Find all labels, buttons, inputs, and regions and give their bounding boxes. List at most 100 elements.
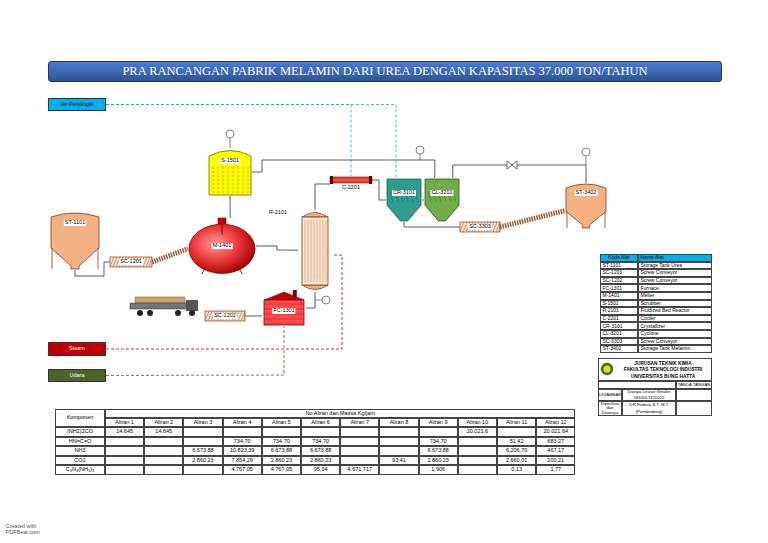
cell-text: Cyclone [641,331,659,336]
table-cell: Diperiksa dan Disetujui [598,401,622,416]
table-cell [105,446,144,456]
svg-part [601,363,613,375]
cell-text: Aliran 8 [390,420,409,426]
svg-part [237,171,239,173]
cell-text: (NH2)2CO [67,429,93,435]
svg-part [302,213,328,218]
cell-text: Aliran 7 [350,420,369,426]
cell-text: FC-1301 [603,286,622,291]
table-cell: Cooler [638,315,712,323]
table-cell [458,437,497,447]
equipment-silo: ST-3402 [565,183,607,229]
cell-text: Aliran 5 [272,420,291,426]
svg-part [242,171,244,173]
table-cell [340,446,379,456]
equipment-label: S-1501 [220,158,240,164]
table-cell [497,427,536,437]
equipment-conv: SC-1202 [205,311,245,321]
table-cell: HN=C=O [55,437,105,447]
cell-text: 4.767,05 [231,467,252,473]
instrument-bubbles [226,130,590,304]
cell-text: Diperiksa dan Disetujui [598,402,622,416]
svg-part [314,220,315,282]
cell-text: 467,17 [547,448,564,454]
svg-part [212,167,214,169]
table-cell: 6.673,88 [301,446,340,456]
equipment-outline [386,178,422,222]
process-line [422,200,424,201]
svg-part [217,191,219,193]
process-line [372,180,386,200]
cell-text: 6.673,88 [310,448,331,454]
svg-part [232,175,234,177]
svg-part [330,176,333,184]
truck [130,297,198,316]
table-cell [223,427,262,437]
equipment-label: Udara [70,373,85,379]
cell-text: HN=C=O [69,439,92,445]
table-cell: Scrubber [638,300,712,308]
cell-text: 1,906 [431,467,445,473]
svg-part [217,183,219,185]
table-cell: Aliran 8 [379,418,418,427]
svg-part [247,167,249,169]
cell-text: Aliran 3 [194,420,213,426]
svg-part [222,167,224,169]
cell-text: SC-1201 [603,270,623,275]
equipment-melt: M-1401 [188,218,256,274]
cell-text: TANDA TANGAN [678,383,711,388]
svg-part [227,179,229,181]
equipment-scrub: S-1501 [208,148,252,196]
table-cell: Aliran 1 [105,418,144,427]
cell-text: Cooler [641,316,656,321]
table-cell: 2.860,23 [262,456,301,466]
cell-text: Screw Conveyor [641,278,678,283]
table-cell [458,465,497,475]
svg-part [222,224,223,235]
svg-part [604,366,611,373]
cell-text: JURUSAN TEKNIK KIMIA [634,361,691,366]
table-cell: R-2101 [600,307,638,315]
cell-text: Screw Conveyor [641,270,678,275]
svg-part [186,300,198,311]
table-cell [262,427,301,437]
svg-part [232,171,234,173]
svg-part [567,212,568,228]
table-cell: Aliran 4 [223,418,262,427]
svg-part [218,218,226,224]
cell-text: M-1401 [603,293,620,298]
table-cell: Aliran 3 [183,418,222,427]
svg-part [330,177,372,183]
table-cell: 10.823,39 [223,446,262,456]
table-cell: 2.860,23 [183,456,222,466]
equipment-label: CL-3201 [430,190,453,196]
cell-text: Scrubber [641,301,661,306]
svg-part [333,180,369,181]
svg-part [322,296,330,304]
cell-text: SC-3303 [603,339,623,344]
table-cell: 93,41 [379,456,418,466]
table-cell: Aliran 9 [419,418,458,427]
table-cell: TANDA TANGAN [676,381,712,389]
svg-part [227,183,229,185]
table-cell: DIGAMBAR [598,389,622,401]
cell-text: Nama Alat [641,255,664,260]
table-cell: No Aliran dan Massa Kg/jam [105,409,575,418]
table-cell: 2.860,23 [419,456,458,466]
svg-part [247,179,249,181]
table-cell [144,465,183,475]
cell-text: S-1501 [603,301,619,306]
svg-part [237,187,239,189]
table-cell [144,437,183,447]
svg-part [242,179,244,181]
cell-text: 734,70 [273,439,290,445]
table-cell: (NH2)2CO [55,427,105,437]
cell-text: 4.767,05 [271,467,292,473]
svg-part [605,212,606,228]
cell-text: C₃N₃(NH₂)₃ [66,467,94,473]
table-cell: 4.767,05 [262,465,301,475]
process-line [106,326,284,376]
table-cell: Aliran 7 [340,418,379,427]
equipment-label: Air Pendingin [61,102,94,108]
equipment-label: Steam [69,346,85,352]
